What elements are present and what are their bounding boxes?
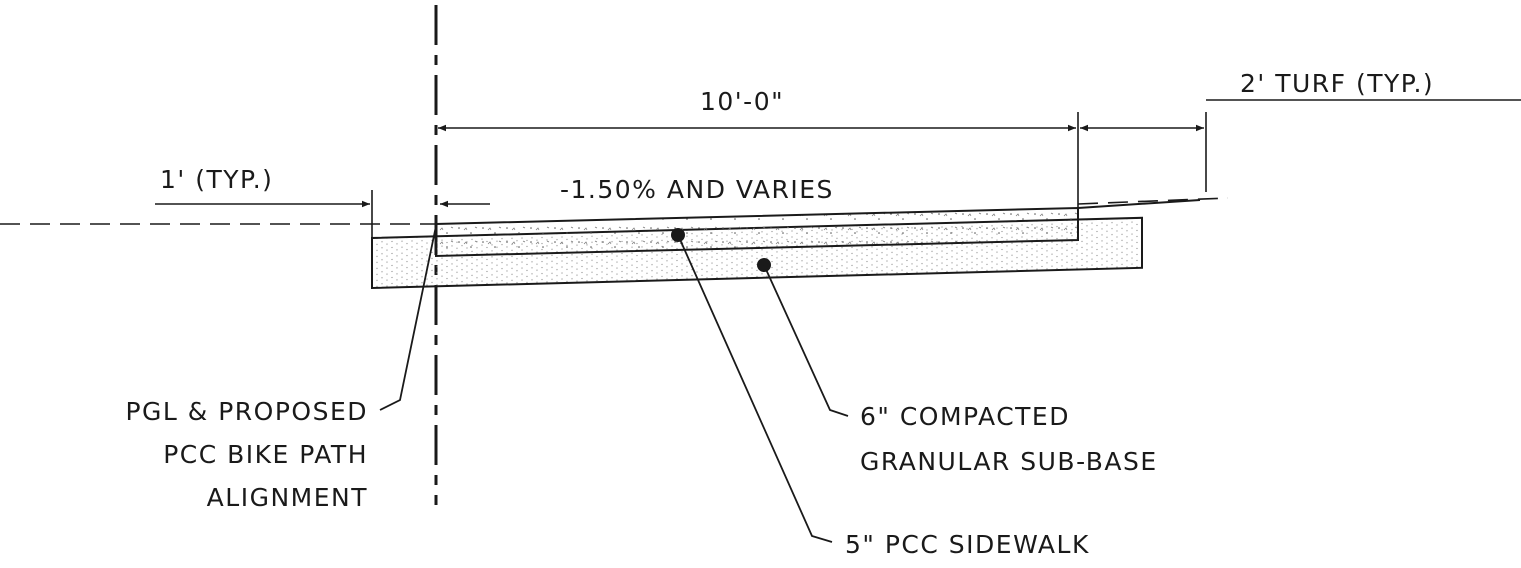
dim-turf-label: 2' TURF (TYP.) [1240,69,1434,98]
slope-line [1077,199,1201,209]
subbase-leader [763,264,849,417]
grade-line-right [1077,197,1229,205]
slope-label: -1.50% AND VARIES [560,175,834,204]
sidewalk-slab [435,206,1079,258]
dim-width-label: 10'-0" [700,87,784,116]
sidewalk-label: 5" PCC SIDEWALK [845,530,1090,559]
pgl-label-line2: PCC BIKE PATH [163,440,368,469]
pgl-label-line3: ALIGNMENT [207,483,368,512]
subbase-label-line2: GRANULAR SUB-BASE [860,447,1158,476]
pgl-label-line1: PGL & PROPOSED [125,397,368,426]
pgl-leader [379,225,437,411]
sidewalk-leader [677,234,833,543]
subbase-label-line1: 6" COMPACTED [860,402,1070,431]
dim-offset-label: 1' (TYP.) [160,165,273,194]
